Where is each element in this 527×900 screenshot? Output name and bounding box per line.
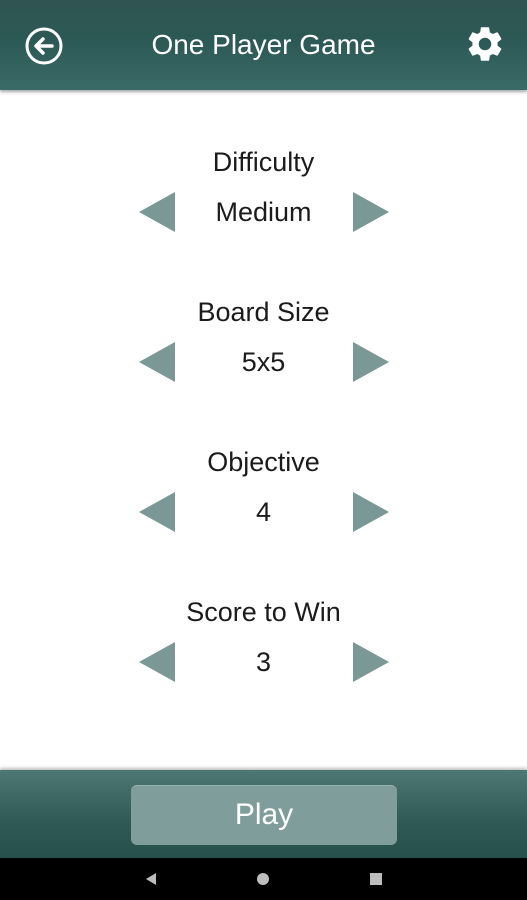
- page-title: One Player Game: [151, 29, 376, 60]
- board-size-option: Board Size 5x5: [0, 292, 527, 402]
- triangle-left-icon: [139, 342, 175, 382]
- triangle-left-icon: [139, 192, 175, 232]
- board-size-previous-button[interactable]: [137, 340, 177, 384]
- top-app-bar: One Player Game: [0, 0, 527, 90]
- triangle-right-icon: [353, 192, 389, 232]
- difficulty-option: Difficulty Medium: [0, 142, 527, 252]
- triangle-right-icon: [353, 492, 389, 532]
- difficulty-selector: Medium: [0, 190, 527, 234]
- objective-option: Objective 4: [0, 442, 527, 552]
- score-to-win-next-button[interactable]: [351, 640, 391, 684]
- nav-recents-button[interactable]: [364, 867, 388, 891]
- back-button[interactable]: [24, 26, 64, 66]
- board-size-label: Board Size: [197, 297, 330, 327]
- score-to-win-label: Score to Win: [186, 597, 341, 627]
- difficulty-label: Difficulty: [212, 147, 315, 177]
- nav-back-icon: [146, 873, 156, 885]
- objective-next-button[interactable]: [351, 490, 391, 534]
- nav-recents-icon: [370, 873, 382, 885]
- objective-label: Objective: [207, 447, 320, 477]
- board-size-selector: 5x5: [0, 340, 527, 384]
- triangle-left-icon: [139, 492, 175, 532]
- board-size-value: 5x5: [241, 347, 286, 377]
- triangle-right-icon: [353, 342, 389, 382]
- difficulty-next-button[interactable]: [351, 190, 391, 234]
- difficulty-value: Medium: [215, 197, 312, 227]
- gear-icon: [468, 27, 502, 61]
- objective-selector: 4: [0, 490, 527, 534]
- system-navigation-bar: [0, 858, 527, 900]
- score-to-win-value: 3: [255, 647, 272, 677]
- play-button[interactable]: Play: [131, 785, 397, 845]
- board-size-next-button[interactable]: [351, 340, 391, 384]
- nav-back-button[interactable]: [139, 867, 163, 891]
- objective-previous-button[interactable]: [137, 490, 177, 534]
- objective-value: 4: [255, 497, 272, 527]
- settings-button[interactable]: [464, 23, 506, 65]
- back-arrow-icon: [25, 27, 63, 65]
- bottom-bar: Play: [0, 770, 527, 858]
- score-to-win-selector: 3: [0, 640, 527, 684]
- triangle-left-icon: [139, 642, 175, 682]
- difficulty-previous-button[interactable]: [137, 190, 177, 234]
- score-to-win-option: Score to Win 3: [0, 592, 527, 702]
- triangle-right-icon: [353, 642, 389, 682]
- score-to-win-previous-button[interactable]: [137, 640, 177, 684]
- nav-home-icon: [257, 873, 269, 885]
- nav-home-button[interactable]: [251, 867, 275, 891]
